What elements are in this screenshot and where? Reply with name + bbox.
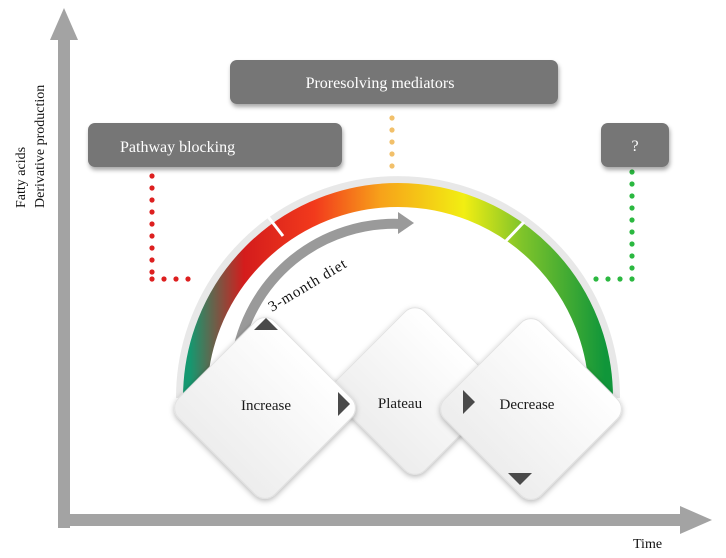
x-axis-line bbox=[58, 514, 688, 526]
increase-right-marker bbox=[338, 392, 350, 416]
plateau-right-marker bbox=[463, 390, 475, 414]
pathway-blocking-box bbox=[88, 123, 342, 167]
pathway-blocking-label: Pathway blocking bbox=[120, 139, 235, 156]
x-axis-arrowhead bbox=[680, 506, 712, 534]
x-axis-label: Time bbox=[633, 537, 662, 552]
phase-diamond-decrease bbox=[440, 318, 622, 500]
orange-dotted-connector bbox=[389, 115, 395, 169]
y-axis-label-line2: Derivative production bbox=[33, 85, 48, 208]
three-month-diet-label: 3-month diet bbox=[266, 256, 351, 316]
unknown-label: ? bbox=[631, 138, 638, 155]
phase-diamond-plateau bbox=[331, 307, 499, 475]
y-axis-line bbox=[58, 30, 70, 528]
diet-gauge-arc bbox=[176, 176, 620, 399]
increase-top-marker bbox=[254, 318, 278, 330]
proresolving-mediators-box bbox=[230, 60, 558, 104]
unknown-box bbox=[601, 123, 669, 167]
green-dotted-connector bbox=[593, 169, 635, 282]
decrease-label: Decrease bbox=[500, 397, 555, 413]
proresolving-mediators-label: Proresolving mediators bbox=[306, 75, 455, 92]
red-dotted-connector bbox=[149, 173, 191, 282]
plateau-label: Plateau bbox=[378, 396, 423, 412]
increase-label: Increase bbox=[241, 398, 291, 414]
axes bbox=[50, 8, 712, 534]
diet-progress-arrow bbox=[231, 218, 407, 365]
decrease-bottom-marker bbox=[508, 473, 532, 485]
y-axis-label-line1: Fatty acids bbox=[14, 147, 29, 208]
diet-progress-arrowhead bbox=[398, 212, 414, 234]
y-axis-arrowhead bbox=[50, 8, 78, 40]
phase-diamond-increase bbox=[174, 317, 356, 499]
